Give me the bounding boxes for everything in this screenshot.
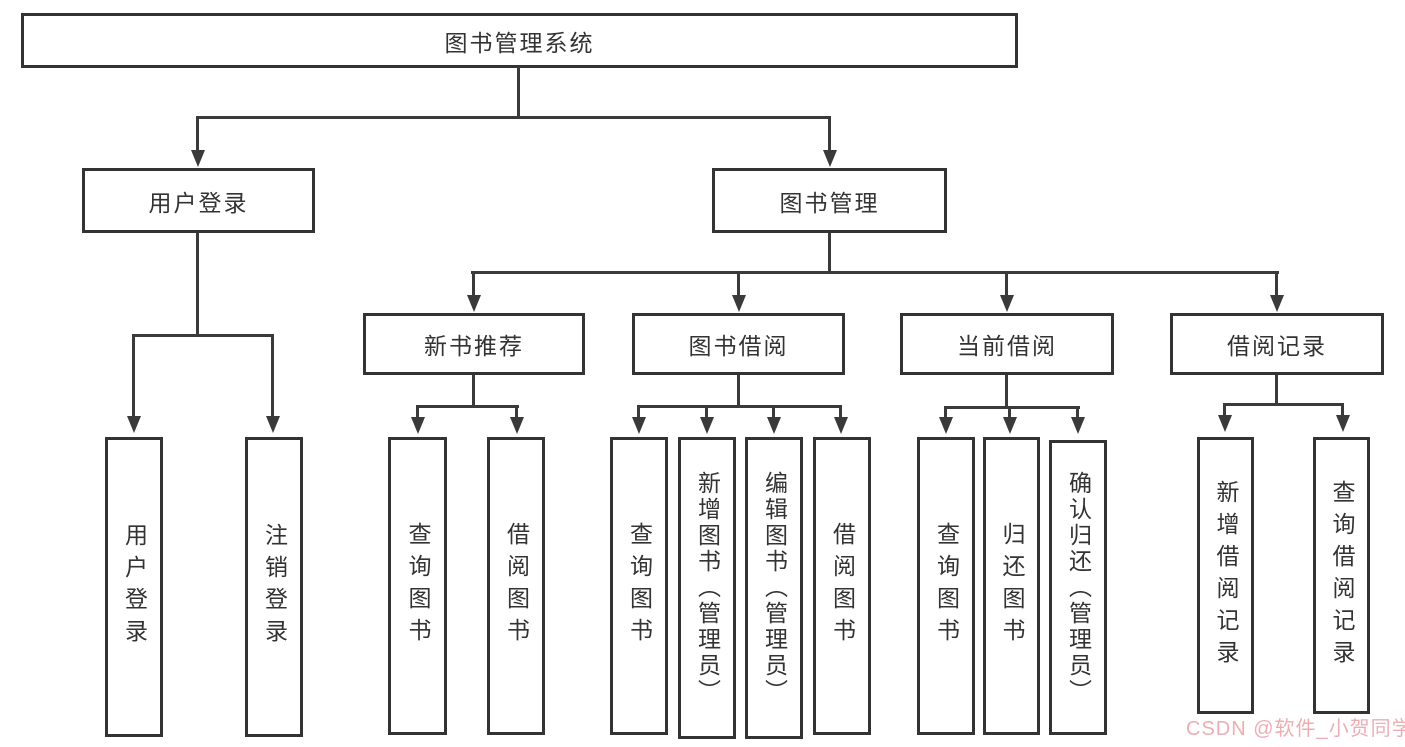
arrowhead-cb2	[1003, 417, 1017, 434]
leaf-currentborrow-query: 查询图书	[917, 437, 975, 735]
arrowhead-current-borrow	[1000, 295, 1014, 312]
leaf-user-login-label: 用户登录	[121, 523, 148, 651]
connector-stem-br1	[1223, 403, 1226, 417]
arrowhead-bb3	[767, 417, 781, 434]
leaf-currentborrow-return-label: 归还图书	[999, 522, 1025, 650]
arrowhead-user-login	[191, 150, 205, 167]
leaf-bookborrow-query-label: 查询图书	[626, 522, 653, 650]
arrowhead-book-borrow	[732, 295, 746, 312]
connector-stem-br2	[1341, 403, 1344, 417]
leaf-bookborrow-edit: 编辑图书（管理员）	[745, 437, 803, 739]
arrowhead-cb1	[939, 417, 953, 434]
node-user-login-label: 用户登录	[148, 189, 249, 216]
arrowhead-leaf-logout	[266, 416, 280, 433]
leaf-user-login: 用户登录	[105, 437, 163, 737]
leaf-bookborrow-add: 新增图书（管理员）	[678, 437, 736, 739]
leaf-newbook-query: 查询图书	[388, 437, 447, 735]
leaf-borrowrecord-query: 查询借阅记录	[1313, 437, 1370, 714]
arrowhead-bb4	[834, 417, 848, 434]
connector-stem-bb3	[772, 405, 775, 419]
connector-stem-leaf-logout	[271, 334, 274, 418]
leaf-newbook-borrow-label: 借阅图书	[503, 522, 530, 650]
connector-stem-bb4	[839, 405, 842, 419]
arrowhead-bb2	[700, 417, 714, 434]
node-book-borrow-label: 图书借阅	[688, 333, 789, 359]
connector-stem-new-book	[472, 271, 475, 297]
leaf-newbook-query-label: 查询图书	[405, 522, 431, 650]
connector-bookborrow-vertical	[737, 375, 740, 408]
node-current-borrow: 当前借阅	[900, 313, 1114, 375]
leaf-currentborrow-return: 归还图书	[983, 437, 1040, 735]
arrowhead-new-book	[467, 295, 481, 312]
connector-stem-cb1	[944, 406, 947, 419]
leaf-bookborrow-borrow-label: 借阅图书	[829, 522, 856, 650]
node-borrow-record-label: 借阅记录	[1227, 333, 1327, 359]
connector-newbook-vertical	[472, 375, 475, 408]
connector-currentborrow-horizontal	[944, 406, 1080, 409]
leaf-currentborrow-confirm-label: 确认归还（管理员）	[1065, 470, 1092, 705]
arrowhead-leaf-login	[127, 416, 141, 433]
leaf-borrowrecord-add: 新增借阅记录	[1197, 437, 1254, 714]
arrowhead-nb2	[510, 417, 524, 434]
node-book-mgmt: 图书管理	[712, 168, 947, 233]
arrowhead-book-mgmt	[823, 150, 837, 167]
leaf-currentborrow-confirm: 确认归还（管理员）	[1049, 440, 1107, 735]
node-book-borrow: 图书借阅	[632, 313, 845, 375]
csdn-watermark: CSDN @软件_小贺同学	[1186, 718, 1405, 740]
connector-stem-book-borrow	[737, 271, 740, 297]
connector-mgmt-vertical	[828, 233, 831, 274]
connector-stem-cb2	[1008, 406, 1011, 419]
arrowhead-br1	[1218, 415, 1232, 432]
arrowhead-br2	[1336, 415, 1350, 432]
leaf-logout-label: 注销登录	[261, 523, 288, 651]
arrowhead-nb1	[411, 417, 425, 434]
connector-root-vertical	[517, 67, 520, 119]
connector-mgmt-horizontal	[471, 271, 1279, 274]
connector-stem-nb2	[515, 405, 518, 419]
node-new-book: 新书推荐	[363, 313, 585, 375]
leaf-bookborrow-edit-label: 编辑图书（管理员）	[761, 471, 788, 705]
node-book-mgmt-label: 图书管理	[779, 189, 880, 216]
leaf-bookborrow-borrow: 借阅图书	[813, 437, 871, 735]
connector-stem-nb1	[416, 405, 419, 419]
connector-login-horizontal	[132, 334, 274, 337]
leaf-borrowrecord-add-label: 新增借阅记录	[1213, 479, 1239, 672]
connector-borrowrecord-horizontal	[1223, 403, 1344, 406]
connector-stem-leaf-login	[132, 334, 135, 418]
connector-newbook-horizontal	[416, 405, 519, 408]
connector-stem-book-mgmt	[828, 116, 831, 152]
node-user-login: 用户登录	[82, 168, 315, 233]
arrowhead-cb3	[1071, 417, 1085, 434]
connector-stem-current-borrow	[1005, 271, 1008, 297]
connector-stem-cb3	[1076, 406, 1079, 419]
node-root-label: 图书管理系统	[444, 29, 595, 56]
connector-stem-bb1	[637, 405, 640, 419]
leaf-logout: 注销登录	[245, 437, 303, 737]
node-new-book-label: 新书推荐	[424, 333, 524, 359]
connector-stem-borrow-record	[1275, 271, 1278, 297]
leaf-bookborrow-add-label: 新增图书（管理员）	[694, 471, 721, 705]
connector-currentborrow-vertical	[1005, 375, 1008, 409]
leaf-currentborrow-query-label: 查询图书	[933, 522, 960, 650]
leaf-newbook-borrow: 借阅图书	[487, 437, 545, 735]
leaf-borrowrecord-query-label: 查询借阅记录	[1329, 479, 1355, 672]
connector-bookborrow-horizontal	[637, 405, 842, 408]
arrowhead-bb1	[632, 417, 646, 434]
connector-stem-bb2	[705, 405, 708, 419]
node-root: 图书管理系统	[21, 13, 1018, 68]
node-borrow-record: 借阅记录	[1170, 313, 1384, 375]
connector-login-vertical	[196, 233, 199, 337]
arrowhead-borrow-record	[1270, 295, 1284, 312]
connector-root-horizontal	[196, 116, 831, 119]
connector-borrowrecord-vertical	[1275, 375, 1278, 406]
leaf-bookborrow-query: 查询图书	[610, 437, 668, 735]
connector-stem-user-login	[196, 116, 199, 152]
node-current-borrow-label: 当前借阅	[957, 333, 1057, 359]
